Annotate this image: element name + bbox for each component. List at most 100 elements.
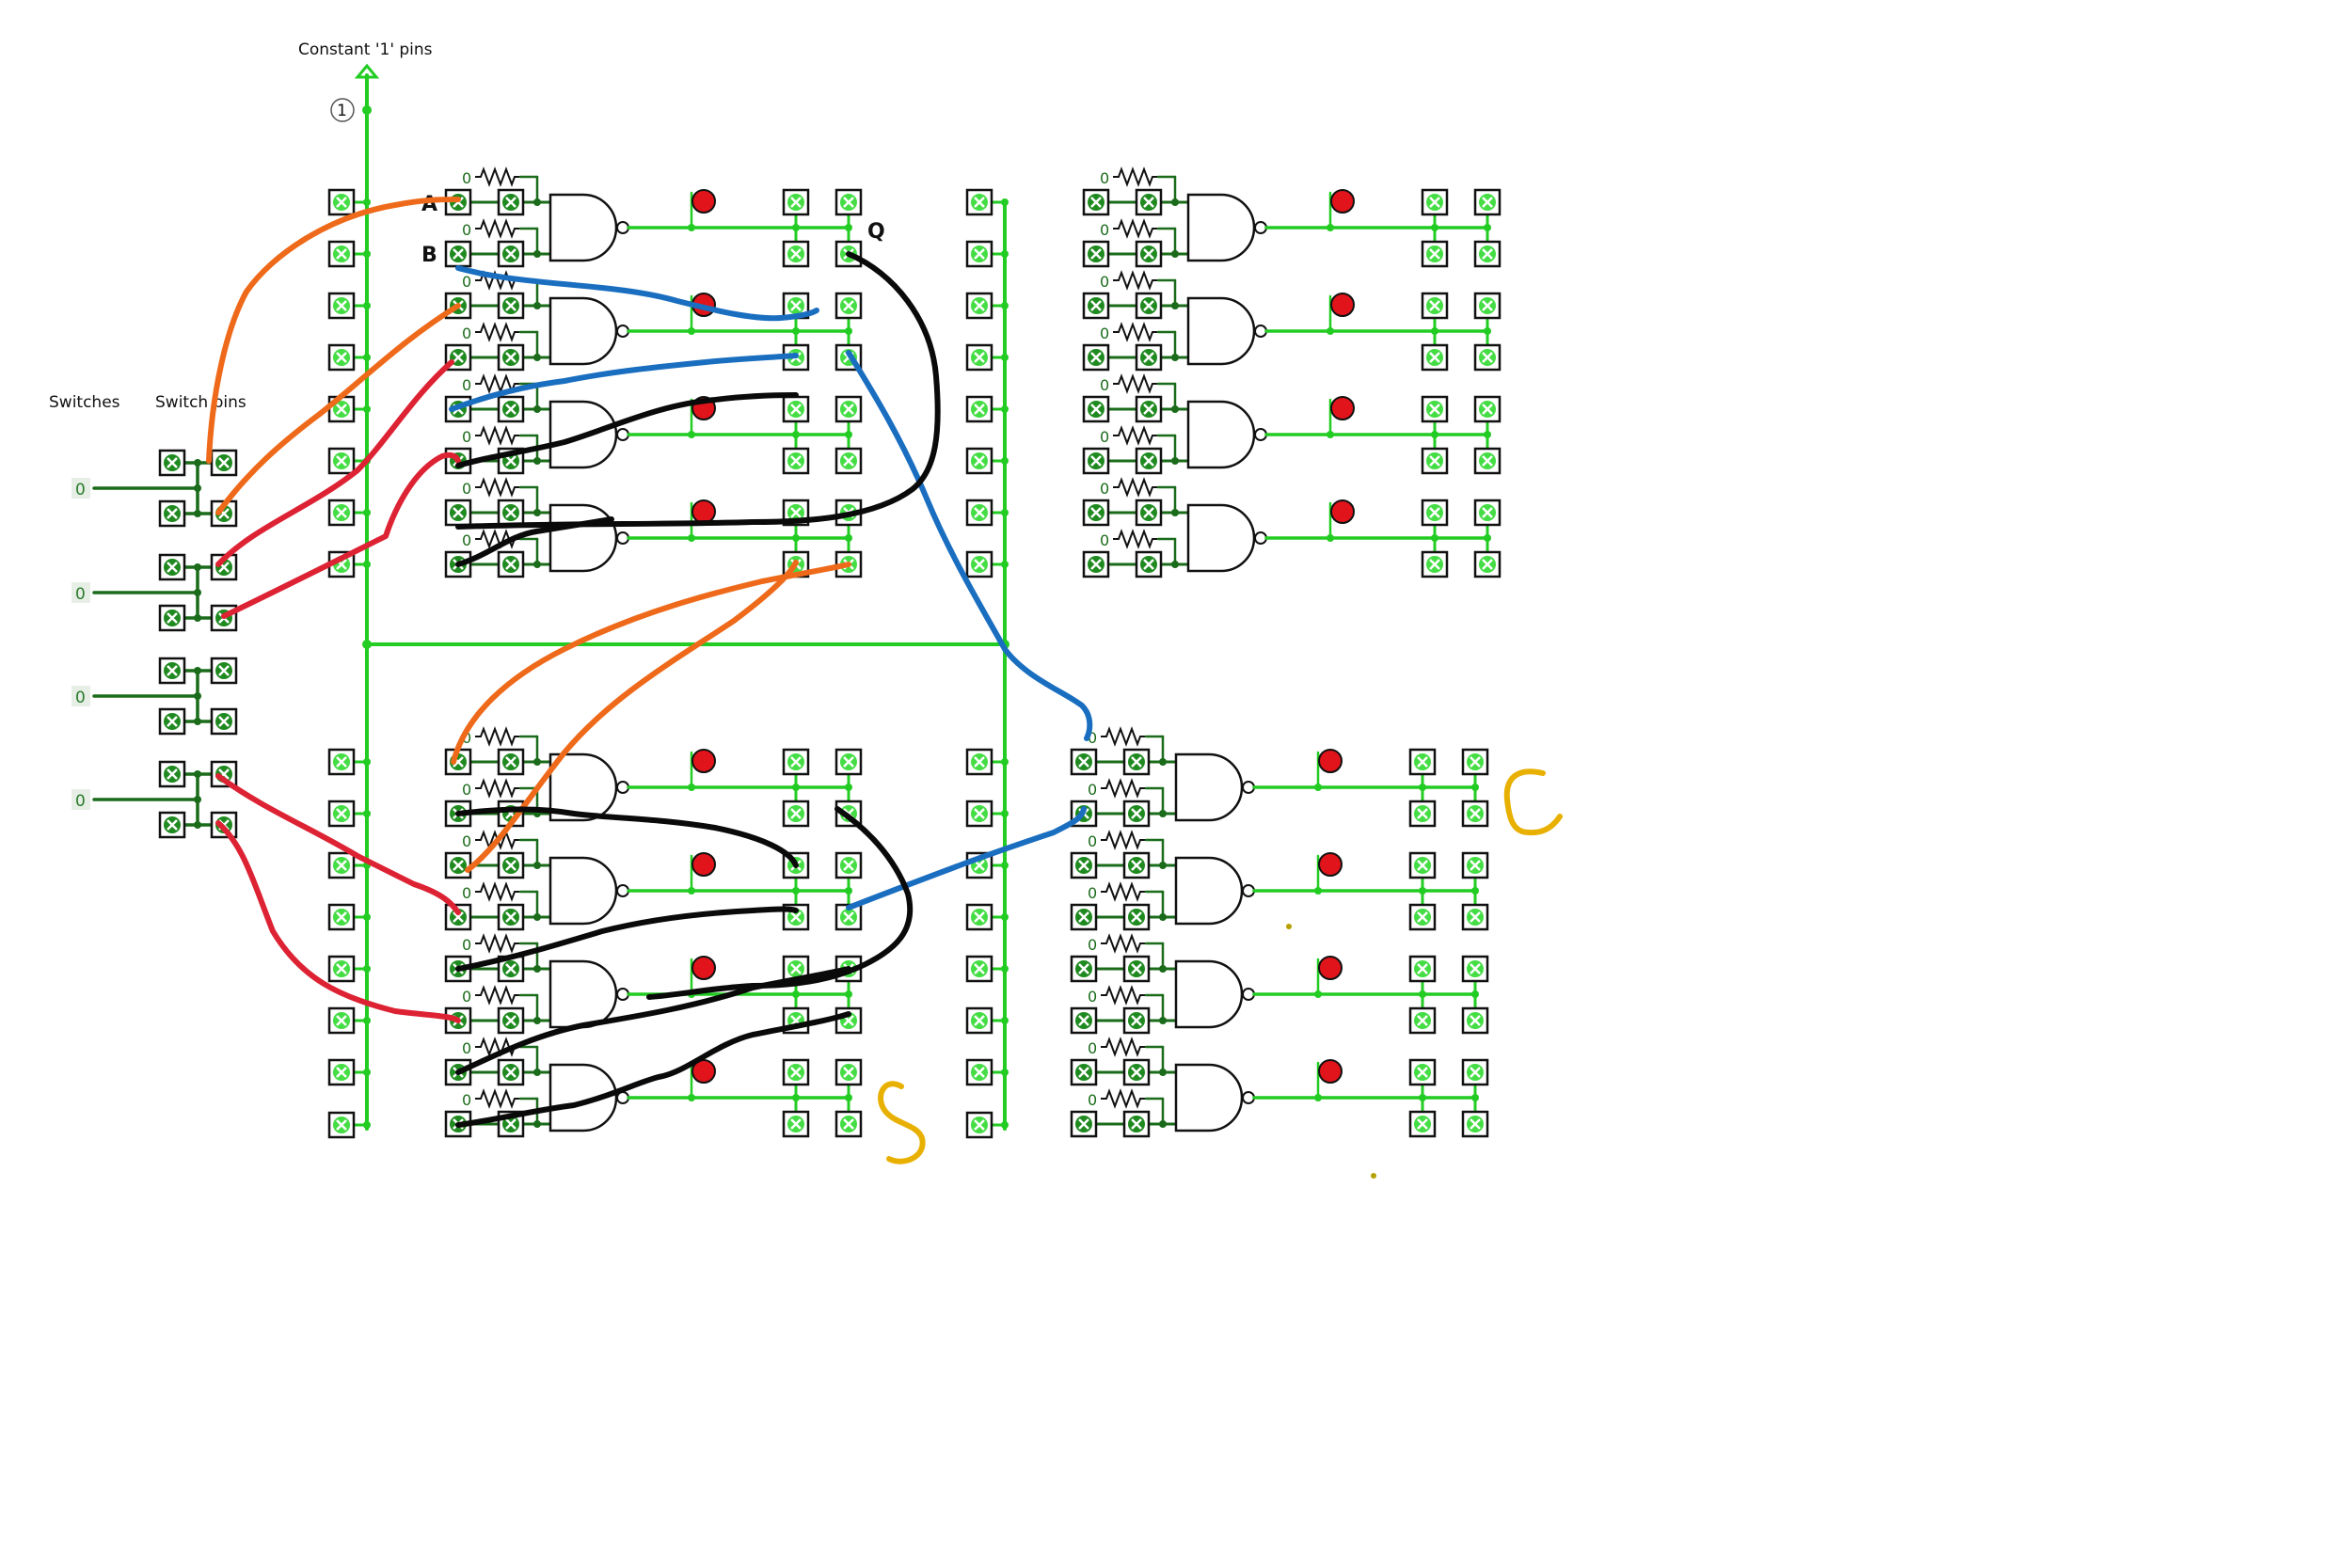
switch-pin[interactable]	[158, 553, 186, 581]
switch-pin[interactable]	[210, 707, 238, 736]
gate-input-pin[interactable]	[1135, 395, 1163, 423]
gate-output-pin[interactable]	[782, 800, 810, 828]
right-rail-pin[interactable]	[965, 395, 993, 423]
gate-output-pin[interactable]	[834, 292, 863, 320]
right-rail-pin[interactable]	[965, 188, 993, 216]
gate-output-pin[interactable]	[834, 1058, 863, 1086]
gate-input-pin[interactable]	[1135, 240, 1163, 268]
gate-input-pin[interactable]	[1070, 1110, 1098, 1138]
gate-input-pin[interactable]	[1070, 1058, 1098, 1086]
gate-output-pin[interactable]	[1461, 903, 1489, 931]
gate-input-pin[interactable]	[1122, 1058, 1151, 1086]
constant-one-pin[interactable]	[327, 343, 356, 372]
switch-pin[interactable]	[158, 811, 186, 839]
gate-output-pin[interactable]	[782, 447, 810, 475]
gate-output-pin[interactable]	[1408, 800, 1437, 828]
gate-input-pin[interactable]	[497, 1058, 525, 1086]
gate-input-pin[interactable]	[497, 240, 525, 268]
gate-output-pin[interactable]	[782, 395, 810, 423]
switch-pin[interactable]	[158, 760, 186, 788]
constant-one-pin[interactable]	[327, 240, 356, 268]
gate-input-pin[interactable]	[1122, 851, 1151, 879]
gate-output-pin[interactable]	[834, 851, 863, 879]
gate-input-pin[interactable]	[444, 499, 472, 527]
switch-pin[interactable]	[210, 657, 238, 685]
gate-output-pin[interactable]	[1461, 1110, 1489, 1138]
gate-input-pin[interactable]	[1082, 499, 1110, 527]
right-rail-pin[interactable]	[965, 748, 993, 776]
gate-input-pin[interactable]	[1082, 240, 1110, 268]
gate-output-pin[interactable]	[1473, 343, 1502, 372]
gate-input-pin[interactable]	[497, 188, 525, 216]
switch-unit[interactable]: 0	[72, 449, 238, 528]
gate-input-pin[interactable]	[1082, 343, 1110, 372]
constant-one-pin[interactable]	[327, 955, 356, 983]
gate-output-pin[interactable]	[1421, 499, 1449, 527]
gate-output-pin[interactable]	[1473, 188, 1502, 216]
right-rail-pin[interactable]	[965, 1111, 993, 1139]
gate-input-pin[interactable]	[497, 1006, 525, 1035]
switch-pin[interactable]	[158, 657, 186, 685]
gate-input-pin[interactable]	[497, 395, 525, 423]
gate-input-pin[interactable]	[497, 499, 525, 527]
right-rail-pin[interactable]	[965, 240, 993, 268]
constant-one-pin[interactable]	[327, 499, 356, 527]
gate-output-pin[interactable]	[1461, 1058, 1489, 1086]
constant-one-pin[interactable]	[327, 292, 356, 320]
constant-one-pin[interactable]	[327, 748, 356, 776]
gate-output-pin[interactable]	[834, 447, 863, 475]
switch-unit[interactable]: 0	[72, 760, 238, 839]
gate-output-pin[interactable]	[1461, 955, 1489, 983]
gate-output-pin[interactable]	[782, 188, 810, 216]
gate-input-pin[interactable]	[444, 851, 472, 879]
gate-output-pin[interactable]	[1461, 1006, 1489, 1035]
gate-input-pin[interactable]	[1122, 955, 1151, 983]
gate-input-pin[interactable]	[497, 343, 525, 372]
gate-input-pin[interactable]	[497, 748, 525, 776]
gate-input-pin[interactable]	[1082, 395, 1110, 423]
switch-pin[interactable]	[158, 449, 186, 477]
gate-input-pin[interactable]	[497, 903, 525, 931]
gate-input-pin[interactable]	[1135, 343, 1163, 372]
gate-input-pin[interactable]	[1135, 550, 1163, 578]
gate-output-pin[interactable]	[782, 1110, 810, 1138]
gate-output-pin[interactable]	[1408, 955, 1437, 983]
gate-input-pin[interactable]	[1135, 188, 1163, 216]
constant-one-pin[interactable]	[327, 1111, 356, 1139]
gate-output-pin[interactable]	[834, 188, 863, 216]
gate-input-pin[interactable]	[1082, 550, 1110, 578]
gate-input-pin[interactable]	[497, 292, 525, 320]
gate-input-pin[interactable]	[1135, 292, 1163, 320]
gate-input-pin[interactable]	[1070, 748, 1098, 776]
constant-one-pin[interactable]	[327, 851, 356, 879]
gate-input-pin[interactable]	[1070, 851, 1098, 879]
gate-output-pin[interactable]	[1473, 292, 1502, 320]
constant-one-pin[interactable]	[327, 1058, 356, 1086]
right-rail-pin[interactable]	[965, 1058, 993, 1086]
gate-output-pin[interactable]	[1473, 395, 1502, 423]
gate-input-pin[interactable]	[1122, 1110, 1151, 1138]
gate-input-pin[interactable]	[497, 550, 525, 578]
gate-output-pin[interactable]	[782, 748, 810, 776]
gate-output-pin[interactable]	[1421, 292, 1449, 320]
gate-output-pin[interactable]	[1408, 1006, 1437, 1035]
gate-output-pin[interactable]	[1421, 395, 1449, 423]
gate-output-pin[interactable]	[1461, 748, 1489, 776]
gate-input-pin[interactable]	[1070, 903, 1098, 931]
switch-pin[interactable]	[158, 499, 186, 528]
gate-output-pin[interactable]	[834, 748, 863, 776]
right-rail-pin[interactable]	[965, 955, 993, 983]
gate-output-pin[interactable]	[1473, 240, 1502, 268]
gate-input-pin[interactable]	[1122, 903, 1151, 931]
switch-pin[interactable]	[158, 604, 186, 632]
gate-output-pin[interactable]	[782, 1058, 810, 1086]
constant-one-pin[interactable]	[327, 1006, 356, 1035]
gate-output-pin[interactable]	[1421, 550, 1449, 578]
gate-output-pin[interactable]	[1421, 447, 1449, 475]
right-rail-pin[interactable]	[965, 550, 993, 578]
gate-input-pin[interactable]	[1122, 800, 1151, 828]
right-rail-pin[interactable]	[965, 800, 993, 828]
gate-output-pin[interactable]	[1473, 447, 1502, 475]
switch-unit[interactable]: 0	[72, 657, 238, 736]
gate-output-pin[interactable]	[834, 395, 863, 423]
